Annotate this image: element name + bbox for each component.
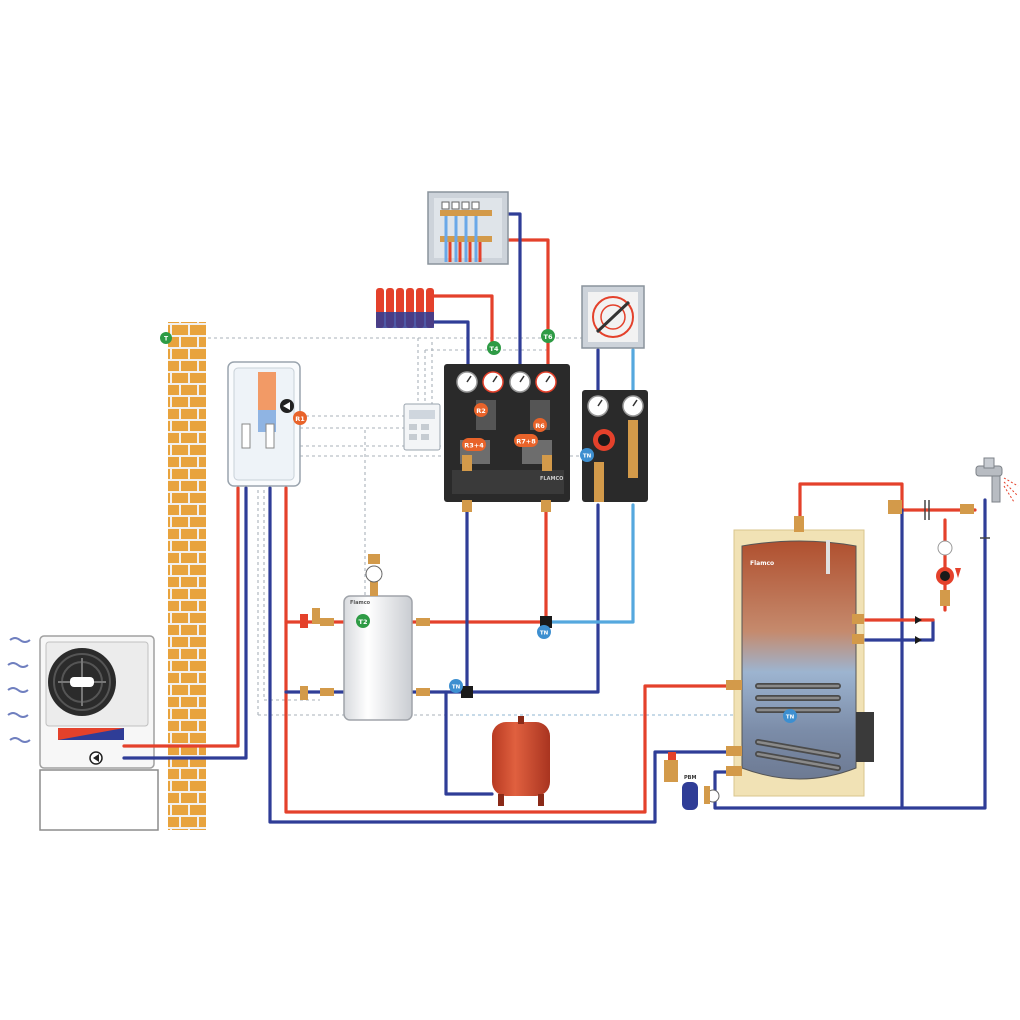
- dhw-cylinder-icon: Flamco: [726, 516, 874, 797]
- sensor-label: TN: [540, 631, 549, 637]
- sensor-label: T2: [359, 618, 368, 626]
- heat-pump-icon: [7, 635, 159, 831]
- sensor-tn-supply: TN: [537, 625, 551, 639]
- relay-r2: R2: [474, 403, 488, 417]
- sensor-t4: T4: [487, 341, 501, 355]
- mixing-valves: [461, 616, 552, 698]
- dhw-fittings: PBM: [664, 500, 990, 810]
- air-flow-icon: [7, 637, 31, 743]
- heat-pump-pump-icon: [89, 751, 103, 765]
- buffer-tank-icon: Flamco: [300, 554, 430, 721]
- thermometer-gauge-icon: [456, 371, 557, 393]
- relay-r3-4: R3+4: [462, 438, 486, 451]
- sensor-t2: T2: [356, 614, 370, 628]
- relay-label: R7+8: [516, 438, 536, 446]
- relay-r1: R1: [293, 411, 307, 425]
- dhw-station-pump-icon: [593, 429, 615, 451]
- indoor-unit: [227, 361, 301, 487]
- sensor-label: T4: [490, 345, 499, 353]
- safety-valve-group: [664, 752, 720, 810]
- sensor-t6: T6: [541, 329, 555, 343]
- sensor-label: T: [164, 336, 169, 343]
- buffer-tank-brand: Flamco: [350, 600, 371, 606]
- faucet-icon: [975, 457, 1019, 503]
- fan-icon: [48, 648, 116, 716]
- dhw-pump-station: [582, 390, 648, 502]
- sensor-label: T6: [544, 333, 553, 341]
- sensor-label: TN: [786, 715, 795, 721]
- indoor-unit-pump-icon: [280, 399, 294, 413]
- pbm-label: PBM: [684, 775, 696, 781]
- brick-wall-icon: [168, 322, 206, 830]
- radiator-icon: [376, 288, 434, 328]
- sensor-tn-dhw-tank: TN: [783, 709, 797, 723]
- dhw-circulation-pump-icon: [936, 567, 954, 585]
- controller-icon: [403, 403, 441, 451]
- pump-group-brand: FLAMCO: [540, 476, 563, 482]
- relay-label: R2: [476, 407, 486, 415]
- mixing-pump-station: FLAMCO: [444, 364, 570, 512]
- signal-wiring: [172, 337, 790, 716]
- relay-label: R3+4: [464, 442, 484, 450]
- sensor-label: TN: [583, 454, 592, 460]
- relay-r7-8: R7+8: [514, 434, 538, 447]
- dhw-tank-brand: Flamco: [750, 560, 774, 567]
- sensor-tn-return: TN: [449, 679, 463, 693]
- sensor-tn-dhw-station: TN: [580, 448, 594, 462]
- relay-label: R6: [535, 422, 545, 430]
- floor-heating-manifold-icon: [427, 191, 509, 265]
- air-handler-icon: [581, 285, 645, 349]
- pipework: [122, 212, 987, 824]
- sensor-t-outdoor: T: [160, 332, 172, 344]
- relay-r6: R6: [533, 418, 547, 432]
- expansion-vessel-icon: [492, 716, 550, 806]
- relay-label: R1: [295, 415, 305, 423]
- sensor-label: TN: [452, 685, 461, 691]
